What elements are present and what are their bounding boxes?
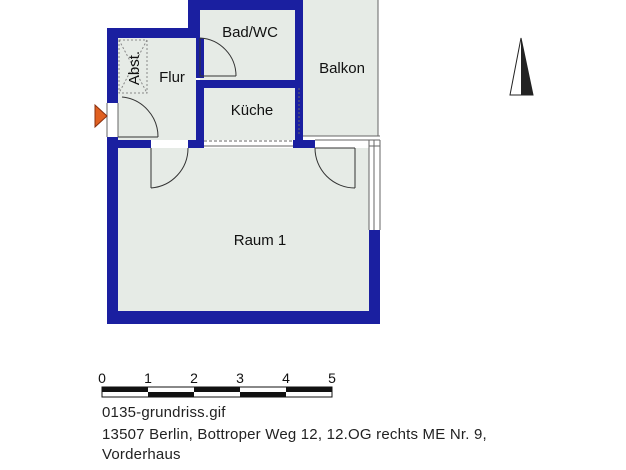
scale-seg-1 — [102, 387, 148, 392]
floor-areas — [118, 0, 378, 311]
room-label-bad: Bad/WC — [222, 24, 278, 41]
room-label-flur: Flur — [159, 69, 185, 86]
door-raum1-arc — [150, 147, 189, 189]
floor-balkon — [303, 0, 378, 136]
door-balkon-arc — [314, 147, 356, 189]
floor-flur — [148, 38, 196, 140]
scale-seg-2 — [148, 392, 194, 397]
scale-tick-5: 5 — [328, 370, 336, 386]
floor-bad — [200, 10, 295, 80]
scale-tick-3: 3 — [236, 370, 244, 386]
wall-mid-c — [293, 140, 315, 148]
abst-box — [118, 39, 148, 94]
scale-seg-3 — [194, 387, 240, 392]
scale-bar: 0 1 2 3 4 5 — [98, 370, 336, 398]
wall-left-upper — [107, 28, 118, 103]
north-arrow-icon — [509, 37, 534, 96]
caption-address-line1: 13507 Berlin, Bottroper Weg 12, 12.OG re… — [102, 426, 487, 443]
scale-tick-4: 4 — [282, 370, 290, 386]
wall-right-lower — [369, 230, 380, 324]
wall-flur-kueche-b — [196, 88, 204, 140]
wall-top-left — [107, 28, 200, 38]
floor-kueche — [204, 88, 295, 140]
abst-hatch — [118, 39, 148, 94]
wall-left-lower — [107, 137, 118, 324]
scale-tick-0: 0 — [98, 370, 106, 386]
wall-mid-a — [118, 140, 151, 148]
scale-seg-5 — [286, 387, 332, 392]
abst-diag-2 — [118, 39, 148, 94]
caption-address-line2: Vorderhaus — [102, 446, 181, 463]
scale-tick-2: 2 — [190, 370, 198, 386]
wall-bad-kueche — [196, 80, 303, 88]
wall-mid-b — [188, 140, 204, 148]
room-label-balkon: Balkon — [319, 60, 365, 77]
door-bad-arc — [199, 37, 237, 77]
scale-tick-1: 1 — [144, 370, 152, 386]
scale-seg-4 — [240, 392, 286, 397]
door-entrance-arc — [121, 96, 159, 138]
wall-bottom — [107, 311, 380, 324]
wall-bad-left — [188, 0, 200, 38]
wall-bad-right — [295, 0, 303, 80]
caption-filename: 0135-grundriss.gif — [102, 404, 226, 421]
wall-top-bad — [188, 0, 303, 10]
entrance-arrow-icon — [94, 103, 108, 129]
floor-eingang — [118, 93, 148, 140]
thin-lines — [106, 0, 381, 230]
floor-raum1 — [118, 148, 369, 311]
walls — [107, 0, 380, 324]
room-label-kueche: Küche — [231, 102, 274, 119]
room-label-abst: Abst. — [126, 51, 143, 85]
doors — [118, 37, 356, 189]
room-label-raum1: Raum 1 — [234, 232, 287, 249]
